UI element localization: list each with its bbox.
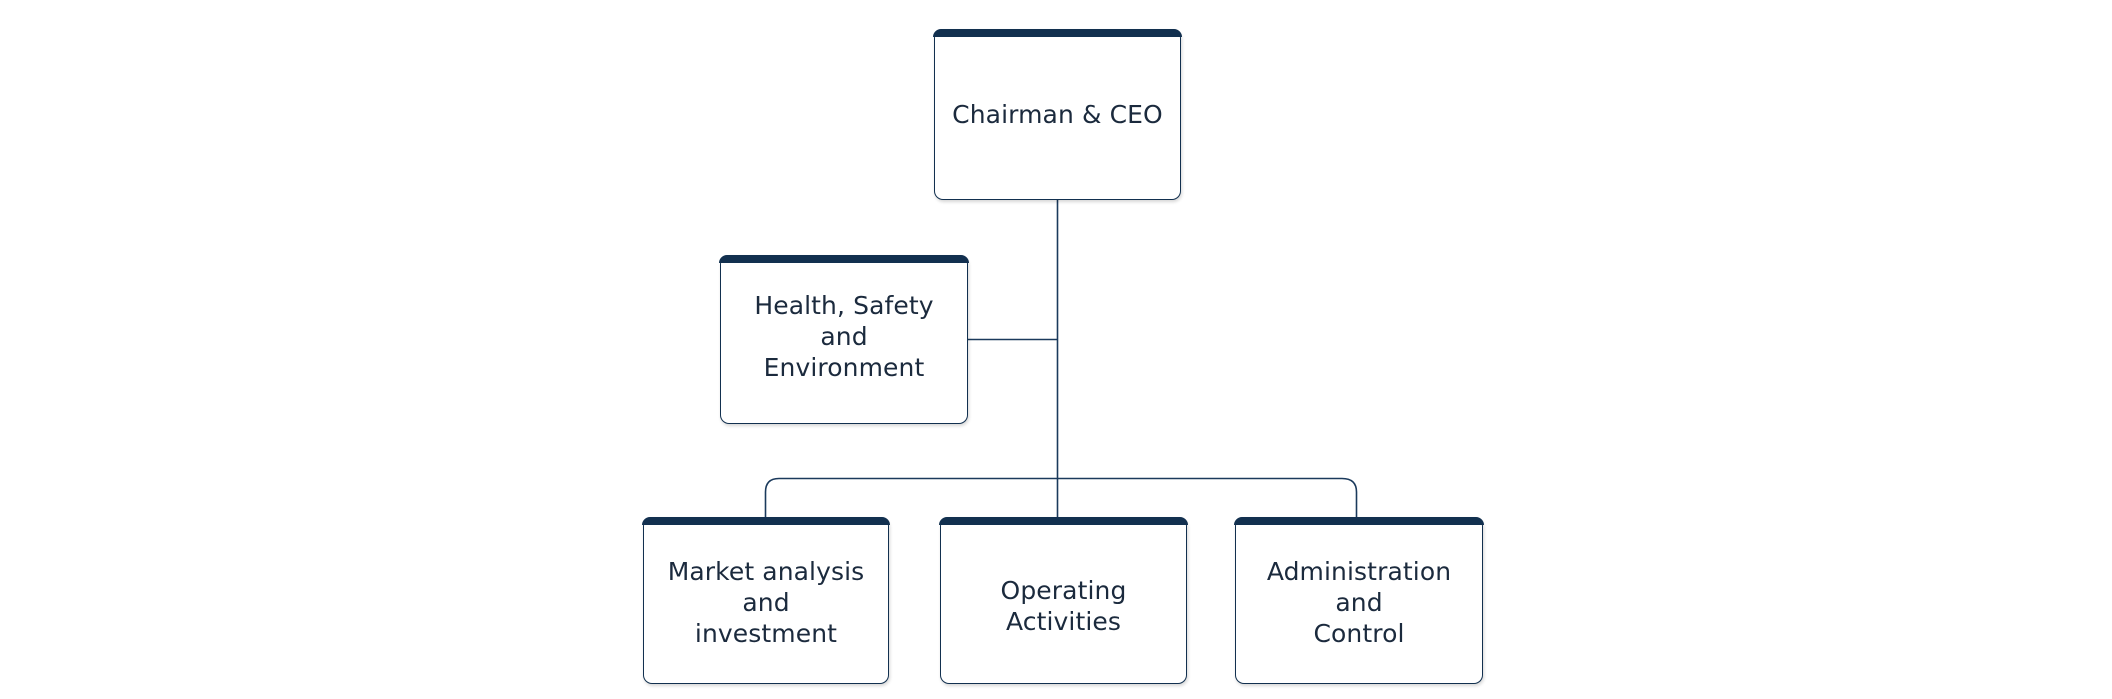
node-header-bar bbox=[642, 517, 890, 525]
node-label: Chairman & CEO bbox=[952, 99, 1163, 129]
node-chairman-ceo[interactable]: Chairman & CEO bbox=[933, 29, 1182, 200]
node-operating-activities[interactable]: Operating Activities bbox=[939, 517, 1188, 684]
edge-bus-bottom-row bbox=[764, 477, 1358, 517]
node-header-bar bbox=[1234, 517, 1484, 525]
node-label: Market analysis and investment bbox=[667, 556, 865, 648]
node-market-analysis-and-investment[interactable]: Market analysis and investment bbox=[642, 517, 890, 684]
node-administration-and-control[interactable]: Administration and Control bbox=[1234, 517, 1484, 684]
node-label: Operating Activities bbox=[1000, 576, 1127, 636]
node-header-bar bbox=[939, 517, 1188, 525]
node-header-bar bbox=[933, 29, 1182, 37]
node-header-bar bbox=[719, 255, 969, 263]
node-label: Administration and Control bbox=[1266, 556, 1452, 648]
node-label: Health, Safety and Environment bbox=[754, 290, 934, 382]
node-health-safety-environment[interactable]: Health, Safety and Environment bbox=[719, 255, 969, 424]
